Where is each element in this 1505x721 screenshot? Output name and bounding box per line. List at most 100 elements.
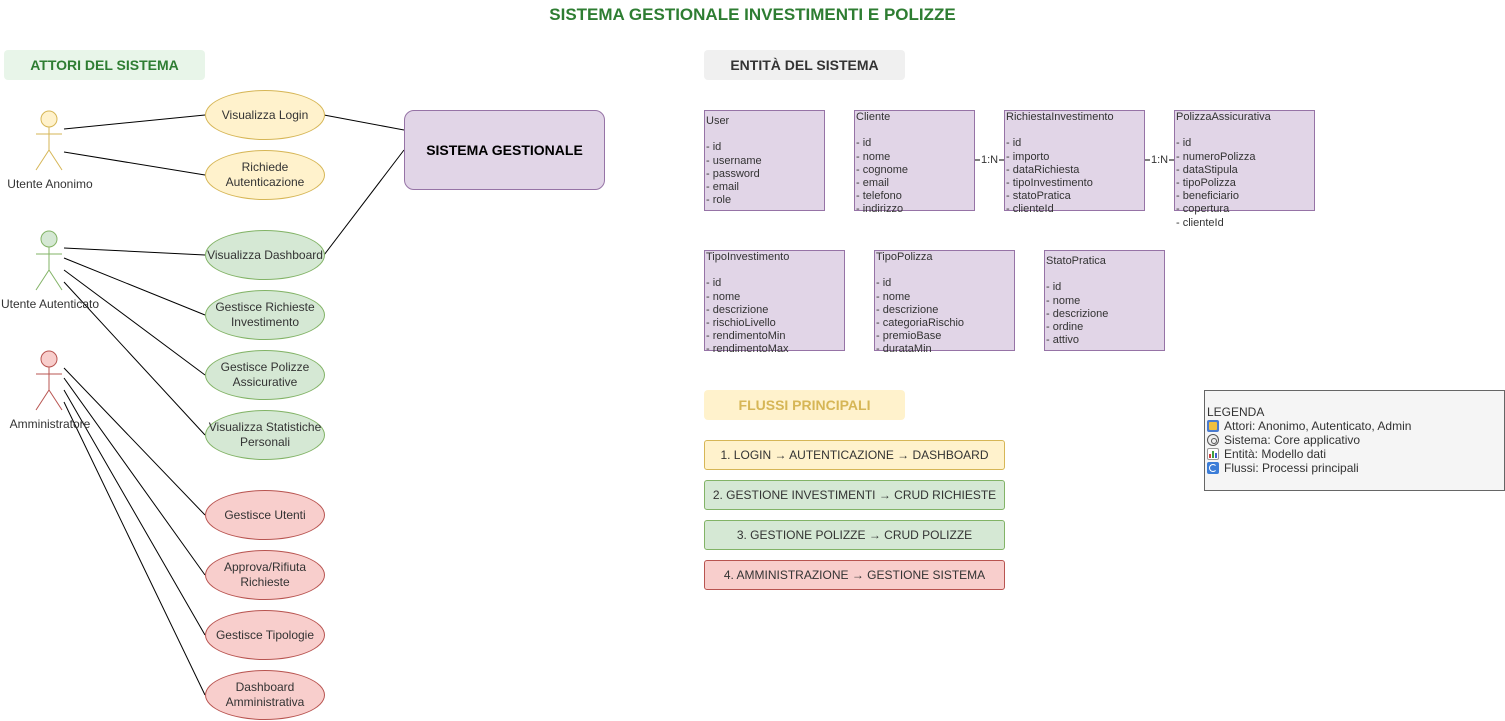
entity-spacer: [876, 264, 1014, 277]
legend-title: LEGENDA: [1207, 405, 1265, 419]
flow-login[interactable]: 1. LOGIN → AUTENTICAZIONE → DASHBOARD: [704, 440, 1005, 470]
entity-field: - indirizzo: [856, 203, 904, 216]
entity-field: - clienteId: [1176, 216, 1224, 229]
entity-spacer: [706, 128, 824, 141]
entity-field: - rendimentoMax: [706, 343, 789, 356]
legend: LEGENDA Attori: Anonimo, Autenticato, Ad…: [1204, 390, 1505, 491]
legend-item-entities: Entità: Modello dati: [1207, 447, 1504, 461]
connector-line: [323, 114, 405, 131]
flows-header: FLUSSI PRINCIPALI: [704, 390, 905, 420]
entity-spacer: [706, 264, 844, 277]
entity-name: User: [706, 115, 730, 127]
entity-field: - descrizione: [706, 303, 769, 316]
connector-line: [63, 114, 206, 130]
actor-figure-autenticato: [35, 230, 63, 291]
entity-field: - id: [706, 277, 722, 290]
use-case-gestisce-tipologie[interactable]: Gestisce Tipologie: [205, 610, 325, 660]
connector-line: [63, 269, 206, 376]
entity-name: RichiestaInvestimento: [1006, 111, 1114, 123]
legend-item-system: Sistema: Core applicativo: [1207, 433, 1504, 447]
entity-tipo-polizza[interactable]: TipoPolizza- id- nome- descrizione- cate…: [874, 250, 1015, 355]
use-case-gestisce-utenti[interactable]: Gestisce Utenti: [205, 490, 325, 540]
entity-field: - importo: [1006, 150, 1050, 163]
diagram-title: SISTEMA GESTIONALE INVESTIMENTI E POLIZZ…: [549, 5, 956, 24]
actor-label-amministratore: Amministratore: [9, 417, 91, 431]
legend-item-actors: Attori: Anonimo, Autenticato, Admin: [1207, 419, 1504, 433]
use-case-approva-rifiuta-richieste[interactable]: Approva/Rifiuta Richieste: [205, 550, 325, 600]
entity-cliente[interactable]: Cliente- id- nome- cognome- email- telef…: [854, 110, 975, 215]
refresh-icon: [1207, 462, 1219, 474]
entity-field: - premioBase: [876, 330, 942, 343]
entity-field: - nome: [1046, 294, 1081, 307]
entity-field: - id: [876, 277, 892, 290]
entity-spacer: [1006, 124, 1144, 137]
flow-gestione-polizze[interactable]: 3. GESTIONE POLIZZE → CRUD POLIZZE: [704, 520, 1005, 550]
entity-field: - id: [856, 137, 872, 150]
entity-user[interactable]: User - id- username- password- email- rol…: [704, 110, 825, 211]
connector-line: [63, 257, 206, 316]
entity-field: - nome: [706, 290, 741, 303]
entity-spacer: [1176, 124, 1314, 137]
flow-amministrazione[interactable]: 4. AMMINISTRAZIONE → GESTIONE SISTEMA: [704, 560, 1005, 590]
entity-spacer: [1046, 268, 1164, 281]
entity-field: - nome: [876, 290, 911, 303]
entity-field: - rendimentoMin: [706, 330, 786, 343]
use-case-gestisce-richieste-investimento[interactable]: Gestisce Richieste Investimento: [205, 290, 325, 340]
entity-polizza-assicurativa[interactable]: PolizzaAssicurativa- id- numeroPolizza- …: [1174, 110, 1315, 229]
entity-field: - id: [1006, 137, 1022, 150]
use-case-visualizza-statistiche-personali[interactable]: Visualizza Statistiche Personali: [205, 410, 325, 460]
entities-header: ENTITÀ DEL SISTEMA: [704, 50, 905, 80]
connector-line: [63, 401, 206, 696]
entity-field: - cognome: [856, 163, 908, 176]
entity-name: TipoInvestimento: [706, 251, 790, 263]
entity-richiesta-investimento[interactable]: RichiestaInvestimento - id- importo- data…: [1004, 110, 1145, 215]
entity-field: - dataRichiesta: [1006, 163, 1080, 176]
entity-field: - dataStipula: [1176, 163, 1238, 176]
legend-item-flows: Flussi: Processi principali: [1207, 461, 1504, 475]
bar-chart-icon: [1207, 448, 1219, 460]
use-case-richiede-autenticazione[interactable]: Richiede Autenticazione: [205, 150, 325, 200]
entity-field: - copertura: [1176, 203, 1230, 216]
connector-line: [63, 389, 206, 636]
use-case-visualizza-dashboard[interactable]: Visualizza Dashboard: [205, 230, 325, 280]
entity-field: - numeroPolizza: [1176, 150, 1256, 163]
entity-field: - telefono: [856, 190, 902, 203]
entity-field: - id: [1046, 281, 1062, 294]
entity-field: - id: [1176, 137, 1192, 150]
connector-line: [63, 281, 206, 436]
entity-stato-pratica[interactable]: StatoPratica- id- nome- descrizione- ord…: [1044, 250, 1165, 351]
connector-line: [63, 367, 206, 516]
relation-label: 1:N: [980, 154, 1000, 166]
entity-field: - beneficiario: [1176, 190, 1239, 203]
actor-label-anonimo: Utente Anonimo: [7, 177, 93, 191]
entity-field: - attivo: [1046, 334, 1080, 347]
entity-field: - username: [706, 154, 762, 167]
entity-name: PolizzaAssicurativa: [1176, 111, 1271, 123]
system-box[interactable]: SISTEMA GESTIONALE: [404, 110, 605, 190]
use-case-gestisce-polizze-assicurative[interactable]: Gestisce Polizze Assicurative: [205, 350, 325, 400]
entity-field: - tipoPolizza: [1176, 177, 1236, 189]
entity-field: - id: [706, 141, 722, 154]
entity-field: - email: [856, 177, 890, 189]
entity-tipo-investimento[interactable]: TipoInvestimento - id- nome- descrizione -…: [704, 250, 845, 355]
entity-field: - nome: [856, 150, 891, 163]
connector-line: [63, 247, 206, 256]
entity-field: - role: [706, 194, 732, 207]
relation-label: 1:N: [1150, 154, 1170, 166]
connector-line: [63, 377, 206, 576]
actors-header: ATTORI DEL SISTEMA: [4, 50, 205, 80]
entity-spacer: [856, 124, 974, 137]
actor-label-autenticato: Utente Autenticato: [0, 297, 100, 311]
entity-field: - password: [706, 167, 760, 180]
entity-field: - ordine: [1046, 321, 1084, 333]
entity-field: - descrizione: [1046, 307, 1109, 320]
entity-field: - email: [706, 181, 740, 193]
use-case-visualizza-login[interactable]: Visualizza Login: [205, 90, 325, 140]
use-case-dashboard-amministrativa[interactable]: Dashboard Amministrativa: [205, 670, 325, 720]
entity-name: TipoPolizza: [876, 251, 933, 263]
actor-figure-amministratore: [35, 350, 63, 411]
entity-field: - descrizione: [876, 303, 939, 316]
gear-icon: [1207, 434, 1219, 446]
flow-gestione-investimenti[interactable]: 2. GESTIONE INVESTIMENTI → CRUD RICHIEST…: [704, 480, 1005, 510]
